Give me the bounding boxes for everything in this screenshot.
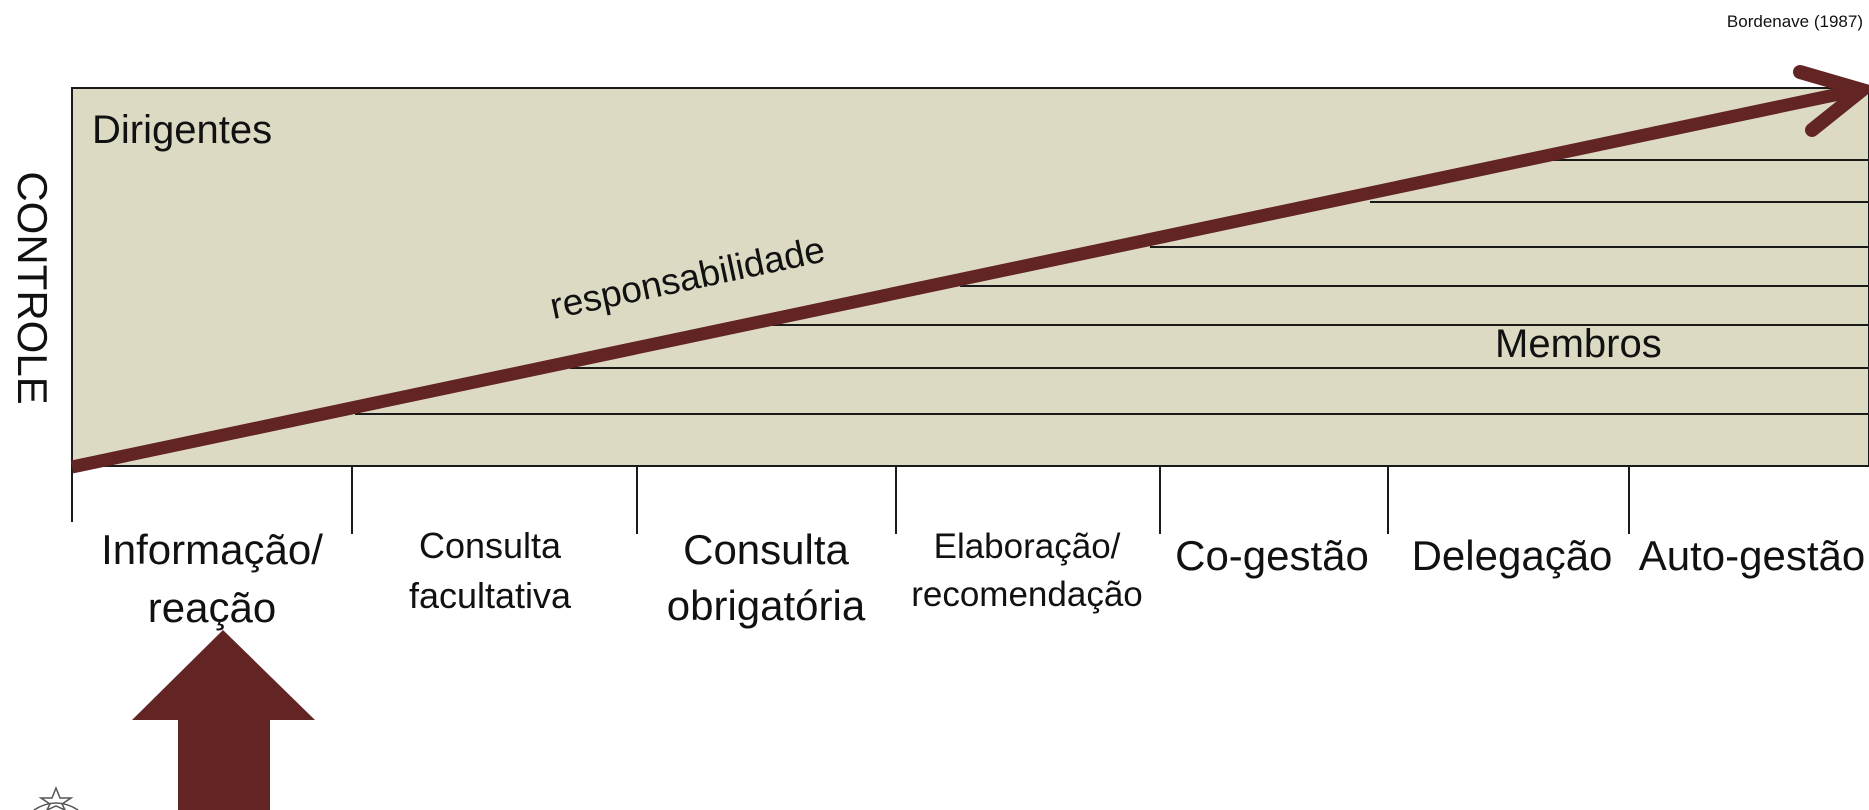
level-labels: Informação/ reação Consulta facultativa … [101,525,1865,631]
level-label: Consulta [683,526,849,573]
member-strata-lines [355,159,1869,415]
level-label: Delegação [1412,532,1613,579]
bottom-region-label: Membros [1495,322,1662,366]
responsibility-arrow-head [1793,65,1869,137]
top-region-label: Dirigentes [92,108,272,152]
level-label: reação [148,584,276,631]
level-label: Elaboração/ [934,527,1121,566]
level-label: Co-gestão [1175,532,1369,579]
level-label: facultativa [409,575,572,616]
responsibility-arrow [70,65,1869,474]
level-label: Auto-gestão [1639,532,1866,579]
level-dividers [71,466,1630,534]
y-axis-label: CONTROLE [9,171,56,404]
level-label: Informação/ [101,526,323,573]
level-label: recomendação [911,575,1143,614]
citation: Bordenave (1987) [1727,12,1863,31]
level-label: obrigatória [667,582,866,629]
up-arrow-icon [132,630,315,810]
responsibility-arrow-shaft [70,83,1860,474]
level-label: Consulta [419,525,562,566]
star-emblem-icon [33,785,79,810]
